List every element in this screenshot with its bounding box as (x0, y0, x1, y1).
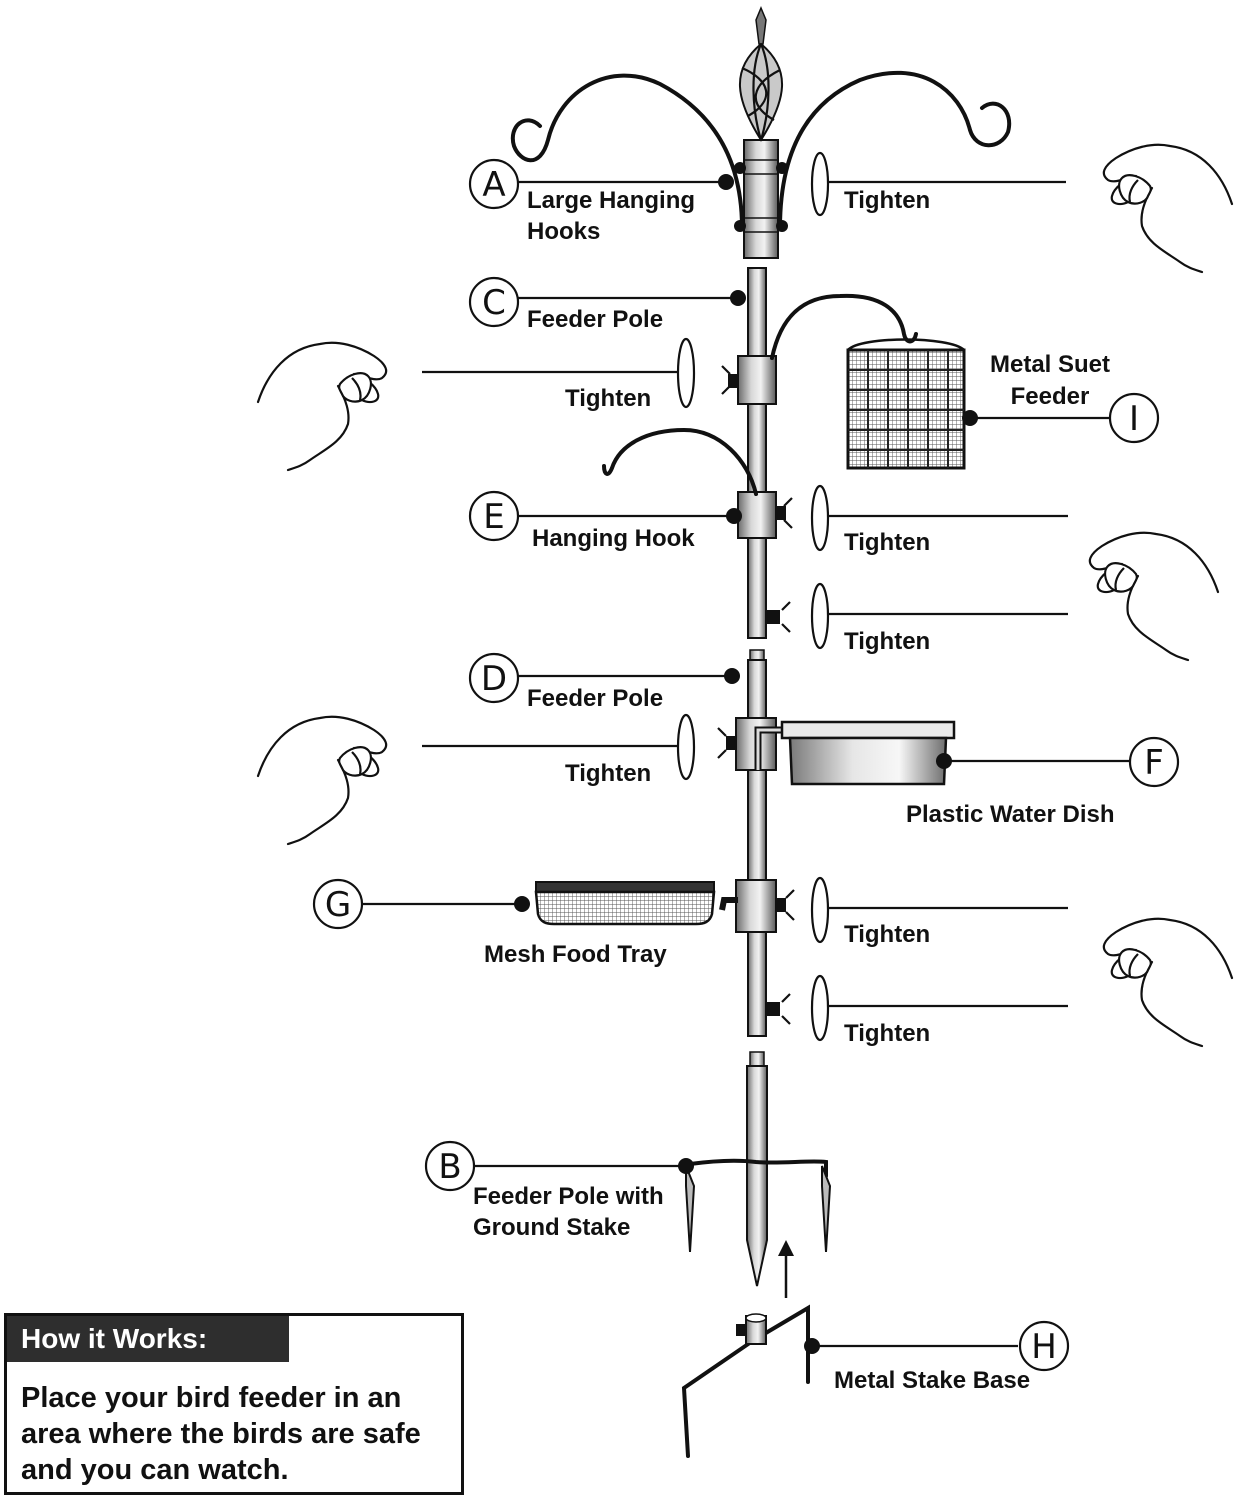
label-metal-suet-feeder-line2: Feeder (1011, 383, 1090, 410)
label-tighten-4: Tighten (844, 628, 930, 655)
label-mesh-food-tray: Mesh Food Tray (484, 941, 667, 968)
svg-text:B: B (438, 1147, 461, 1187)
svg-text:A: A (482, 165, 505, 205)
marker-c: C (468, 276, 520, 328)
label-metal-suet-feeder-line1: Metal Suet (990, 351, 1110, 378)
hand-icon-top-right (1102, 143, 1234, 274)
svg-text:E: E (483, 497, 504, 537)
label-large-hanging-hooks-line2: Hooks (527, 218, 600, 245)
svg-text:H: H (1031, 1327, 1057, 1367)
how-it-works-box: How it Works: Place your bird feeder in … (4, 1313, 464, 1495)
mesh-food-tray (534, 881, 716, 926)
marker-f: F (1128, 736, 1180, 788)
metal-suet-feeder (846, 338, 966, 470)
label-hanging-hook: Hanging Hook (532, 525, 695, 552)
feeder-pole-c-part (602, 267, 966, 639)
svg-text:I: I (1129, 399, 1139, 439)
feeder-pole-ground-stake-part (685, 1051, 832, 1298)
label-tighten-6: Tighten (844, 921, 930, 948)
label-tighten-2: Tighten (565, 385, 651, 412)
marker-i: I (1108, 392, 1160, 444)
label-tighten-1: Tighten (844, 187, 930, 214)
plastic-water-dish (780, 720, 956, 786)
hand-icon-middle-right (1088, 531, 1220, 662)
metal-stake-base-part (681, 1304, 810, 1458)
marker-e: E (468, 490, 520, 542)
label-large-hanging-hooks-line1: Large Hanging (527, 187, 695, 214)
hand-icon-bottom-right (1102, 917, 1234, 1048)
label-feeder-pole-ground-line1: Feeder Pole with (473, 1183, 664, 1210)
how-it-works-text: Place your bird feeder in an area where … (21, 1382, 421, 1486)
label-tighten-3: Tighten (844, 529, 930, 556)
hand-icon-lower-left (256, 715, 388, 846)
marker-g: G (312, 878, 364, 930)
how-it-works-heading: How it Works: (7, 1316, 289, 1362)
label-plastic-water-dish: Plastic Water Dish (906, 801, 1115, 828)
callout-lines (362, 174, 1130, 1354)
label-feeder-pole-ground-line2: Ground Stake (473, 1214, 630, 1241)
label-tighten-7: Tighten (844, 1020, 930, 1047)
marker-a: A (468, 158, 520, 210)
svg-text:G: G (325, 885, 351, 925)
large-hanging-hooks-part (510, 6, 1012, 259)
label-feeder-pole-d: Feeder Pole (527, 685, 663, 712)
hand-icon-upper-left (256, 341, 388, 472)
marker-b: B (424, 1140, 476, 1192)
svg-text:F: F (1144, 743, 1164, 783)
marker-h: H (1018, 1320, 1070, 1372)
label-tighten-5: Tighten (565, 760, 651, 787)
label-feeder-pole-c: Feeder Pole (527, 306, 663, 333)
svg-text:C: C (482, 283, 506, 323)
label-metal-stake-base: Metal Stake Base (834, 1367, 1030, 1394)
feeder-pole-d-part (534, 649, 956, 1037)
svg-text:D: D (481, 659, 507, 699)
tighten-indicators (422, 151, 1068, 1042)
marker-d: D (468, 652, 520, 704)
